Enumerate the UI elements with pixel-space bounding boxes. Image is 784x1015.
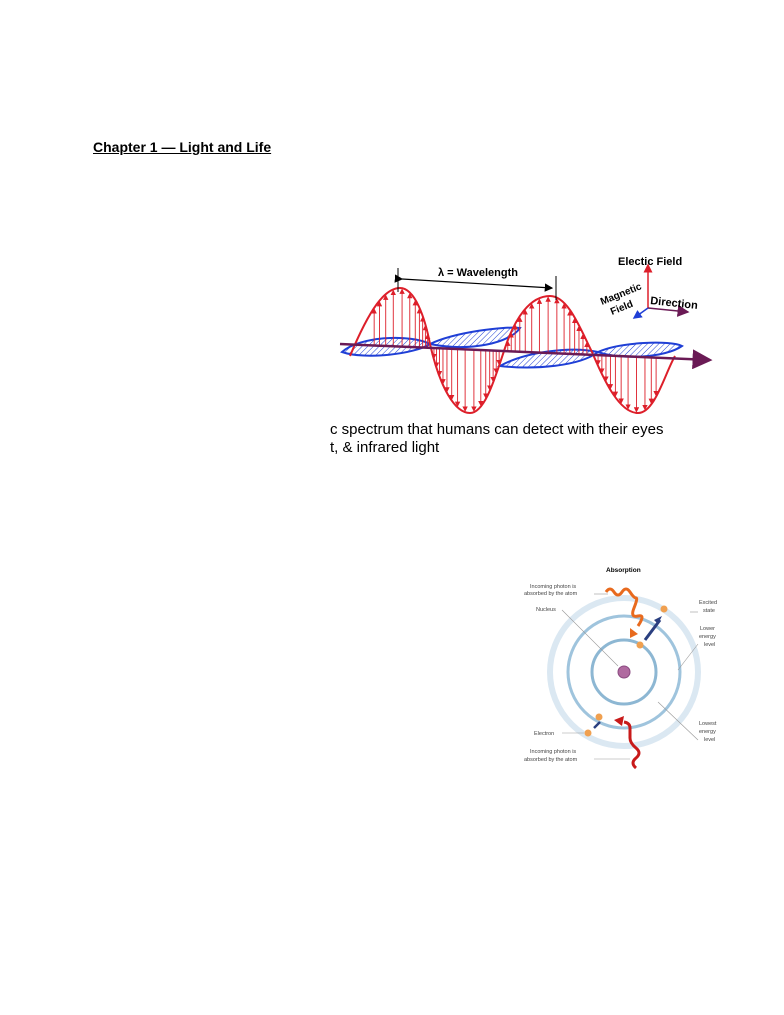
electromagnetic-wave-figure: λ = Wavelength Electic Field Direction M… [339,256,713,415]
photon-top-head [630,628,638,638]
label-lower-1: Lower [700,626,715,632]
absorption-title: Absorption [606,567,641,574]
direction-label: Direction [650,295,699,312]
direction-axis [647,304,690,317]
photon-bottom-head [614,716,624,726]
electron-excited [660,605,668,613]
propagation-axis [339,342,713,370]
electron-lower [636,641,644,649]
wavelength-label: λ = Wavelength [438,267,518,279]
wavelength-arrow [394,274,554,292]
label-incoming-top-2: absorbed by the atom [524,591,578,597]
label-excited-1: Excited [699,600,717,606]
label-nucleus: Nucleus [536,607,556,613]
label-lowest-3: level [704,737,715,743]
label-lowest-1: Lowest [699,721,717,727]
excite-arrowhead [654,616,662,624]
nucleus [617,665,631,679]
label-incoming-bottom-1: Incoming photon is [530,749,576,755]
inner-orbit [590,638,658,706]
chapter-title: Chapter 1 — Light and Life [93,139,272,155]
label-incoming-bottom-2: absorbed by the atom [524,757,578,763]
label-electron: Electron [534,731,554,737]
lowest-arrow [593,721,601,729]
body-text-line-2: t, & infrared light [330,439,440,456]
label-excited-2: state [703,608,715,614]
photon-bottom [623,720,641,770]
leader-nucleus [561,609,619,667]
middle-orbit [566,614,682,730]
electron-marker [584,729,592,737]
leader-lower [677,643,699,671]
electric-field-vectors [371,288,659,413]
leader-lowest [657,701,699,741]
photon-top [604,587,644,627]
label-lowest-2: energy [699,729,716,735]
label-lower-3: level [704,642,715,648]
electron-lowest [595,713,603,721]
outer-orbit [547,595,701,749]
magnetic-field-axis [632,307,649,319]
body-text-line-1: c spectrum that humans can detect with t… [330,421,664,438]
label-lower-2: energy [699,634,716,640]
atom-absorption-figure: Absorption Incoming photon is absorbed b… [524,567,717,770]
electric-field-label: Electic Field [618,256,682,268]
body-text: c spectrum that humans can detect with t… [330,421,664,457]
label-incoming-top-1: Incoming photon is [530,584,576,590]
